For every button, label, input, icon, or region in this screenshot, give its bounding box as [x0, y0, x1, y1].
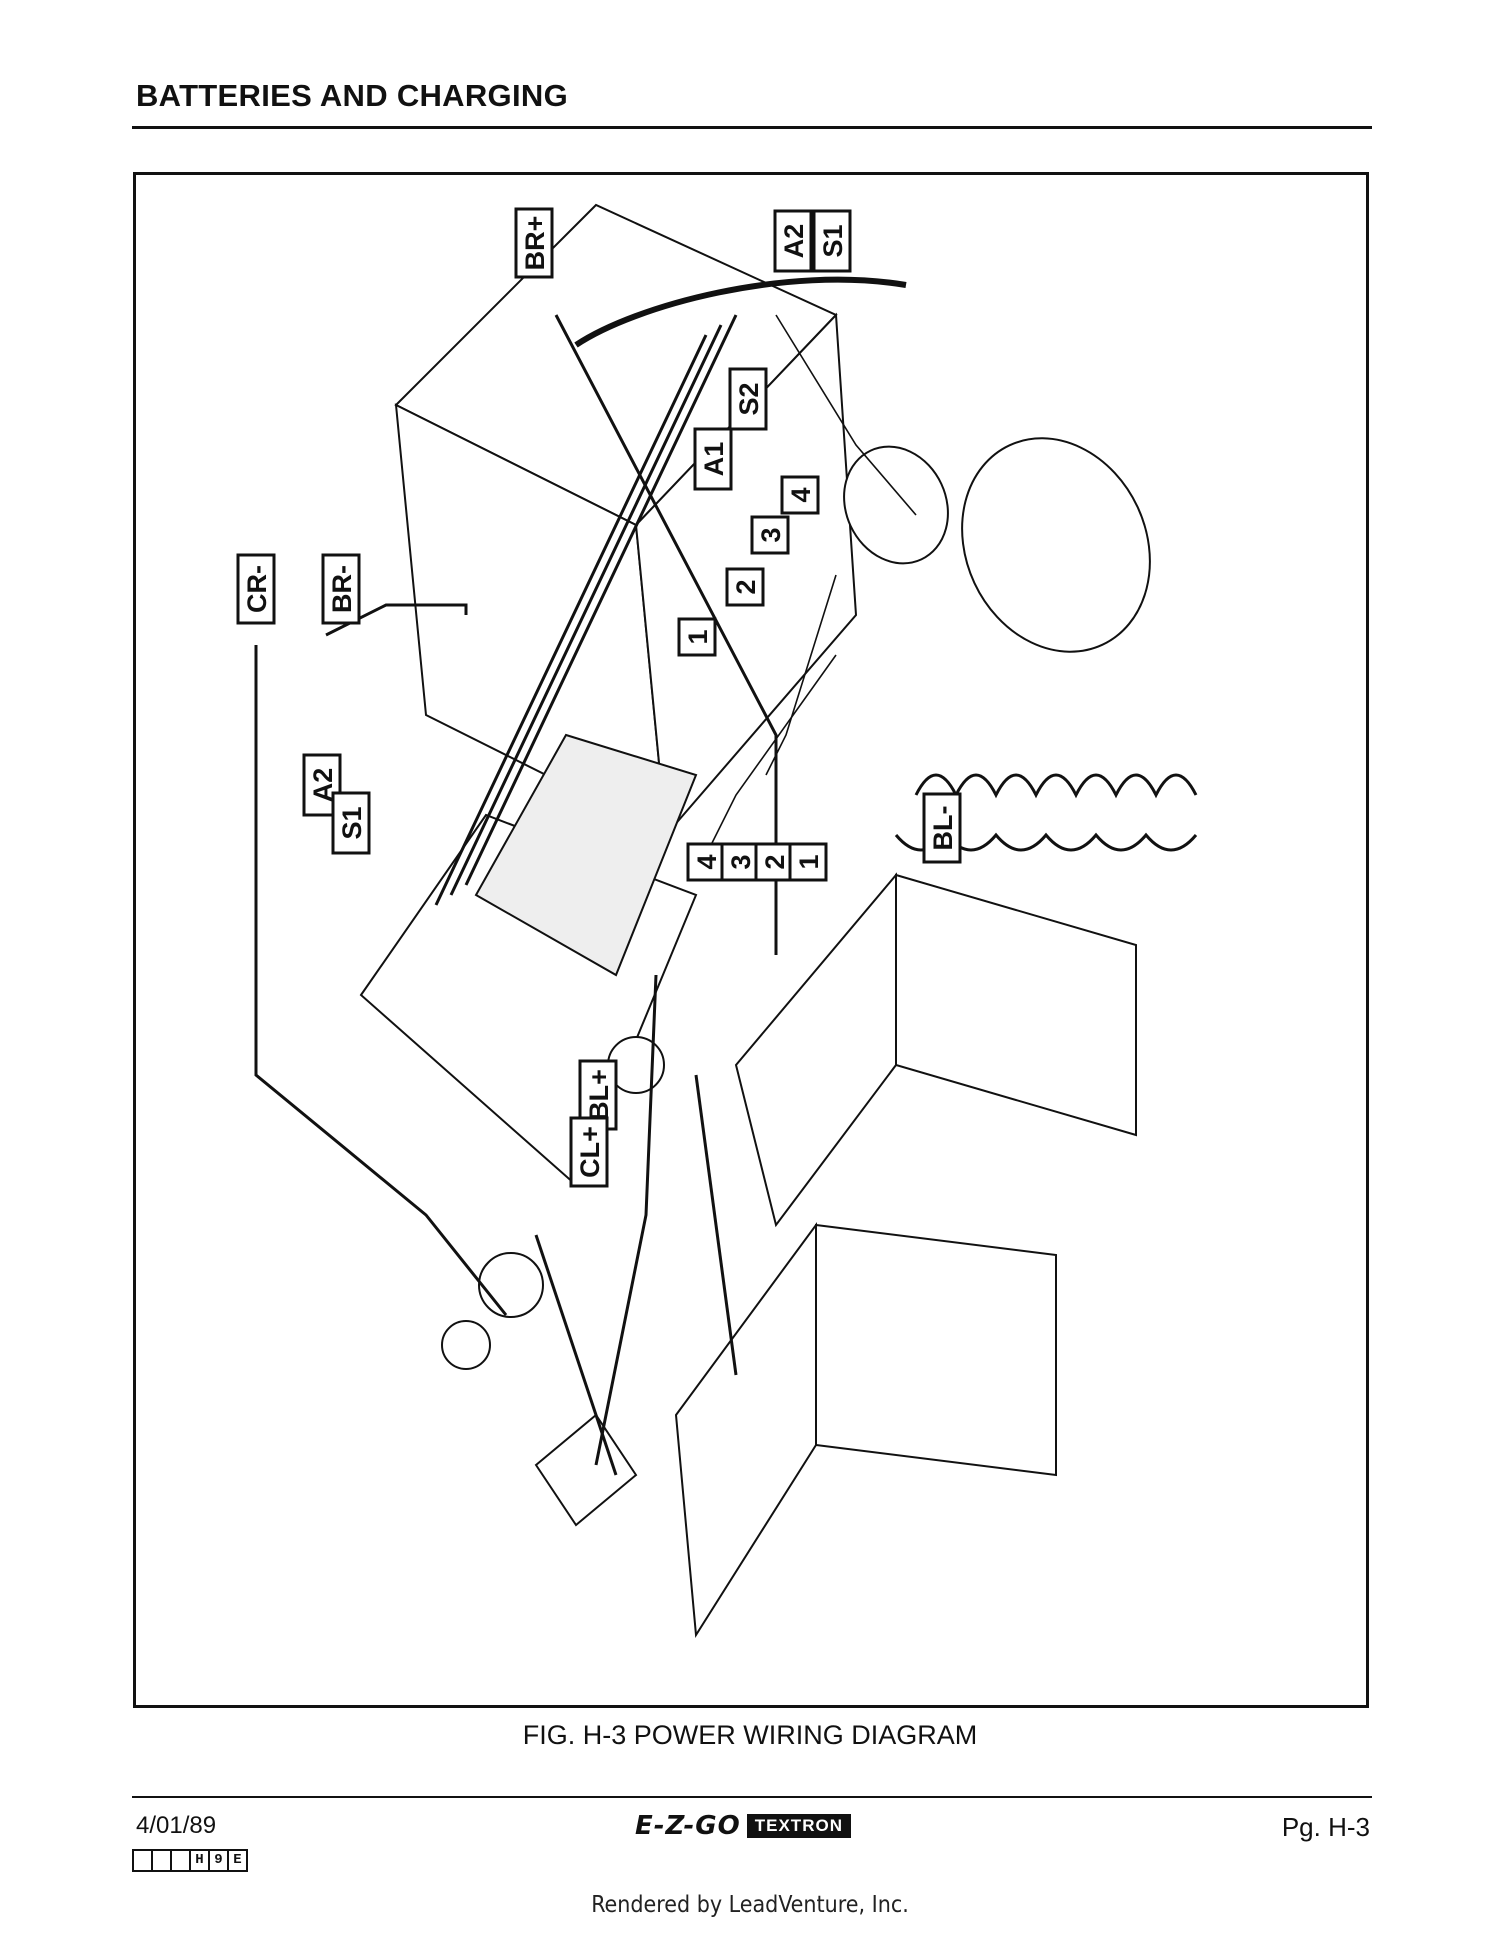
brand-ezgo: E-Z-GO — [635, 1811, 741, 1841]
page-number: Pg. H-3 — [1281, 1812, 1370, 1842]
label-2-center: 2 — [754, 842, 794, 882]
svg-text:S1: S1 — [818, 224, 848, 257]
harness-main-a — [464, 314, 738, 886]
motor — [843, 437, 1151, 653]
charger-receptacle — [534, 1413, 638, 1527]
doc-code: H 9 E — [132, 1849, 248, 1872]
label-s1-left: S1 — [331, 791, 371, 855]
label-br-minus: BR- — [321, 553, 361, 625]
label-s2: S2 — [728, 367, 768, 431]
wiring-diagram: BR+ A2 S1 S2 A1 4 3 2 — [133, 172, 1369, 1708]
doc-code-box — [151, 1849, 172, 1872]
title-rule — [132, 126, 1372, 129]
label-cr-minus: CR- — [236, 553, 276, 625]
svg-text:BL-: BL- — [928, 806, 958, 851]
harness-top — [574, 276, 907, 348]
doc-code-box: 9 — [208, 1849, 229, 1872]
battery-upper-left — [394, 203, 858, 838]
svg-text:S1: S1 — [337, 806, 367, 839]
label-3-center: 3 — [720, 842, 760, 882]
svg-text:A2: A2 — [779, 224, 809, 259]
label-bl-minus: BL- — [922, 792, 962, 864]
label-br-plus: BR+ — [514, 207, 554, 279]
battery-right-lower — [674, 1221, 1057, 1639]
svg-text:4: 4 — [692, 854, 722, 869]
svg-text:BR-: BR- — [327, 565, 357, 613]
label-2-right: 2 — [725, 567, 765, 607]
label-1-center: 1 — [788, 842, 828, 882]
wire-bl-plus — [594, 974, 658, 1466]
doc-code-box — [170, 1849, 191, 1872]
svg-text:3: 3 — [726, 854, 756, 869]
label-3-right: 3 — [750, 515, 790, 555]
wire-s2 — [775, 314, 917, 516]
svg-text:CL+: CL+ — [575, 1126, 605, 1178]
figure-caption: FIG. H-3 POWER WIRING DIAGRAM — [522, 1720, 978, 1750]
svg-text:CR-: CR- — [242, 565, 272, 613]
svg-text:3: 3 — [756, 527, 786, 542]
footer-date: 4/01/89 — [136, 1812, 217, 1839]
brand-logo: E-Z-GO TEXTRON — [635, 1811, 851, 1841]
label-s1-top: S1 — [812, 209, 852, 273]
wire-bl-minus — [554, 314, 778, 955]
label-cl-plus: CL+ — [569, 1116, 609, 1188]
wiring-diagram-drawing: BR+ A2 S1 S2 A1 4 3 2 — [236, 203, 1198, 1639]
svg-text:1: 1 — [683, 629, 713, 644]
controller-panel — [359, 733, 698, 1187]
svg-text:1: 1 — [794, 854, 824, 869]
harness-main-b — [449, 324, 723, 896]
wire-key-loop — [254, 645, 508, 1316]
label-a1: A1 — [693, 427, 733, 491]
harness-main-c — [434, 334, 708, 906]
svg-text:BR+: BR+ — [520, 216, 550, 271]
label-4-center: 4 — [686, 842, 726, 882]
svg-text:A1: A1 — [699, 442, 729, 477]
label-a2-top: A2 — [773, 209, 813, 273]
svg-text:2: 2 — [760, 854, 790, 869]
svg-text:BL+: BL+ — [584, 1069, 614, 1121]
svg-text:2: 2 — [731, 579, 761, 594]
battery-right-upper — [734, 872, 1137, 1228]
svg-text:S2: S2 — [734, 382, 764, 415]
brand-textron: TEXTRON — [746, 1814, 851, 1838]
doc-code-box: E — [227, 1849, 248, 1872]
page-title: BATTERIES AND CHARGING — [136, 78, 568, 113]
wire-a1 — [765, 574, 837, 776]
rendered-by: Rendered by LeadVenture, Inc. — [591, 1892, 909, 1918]
wire-battery-link — [694, 1074, 738, 1376]
footer-rule — [132, 1796, 1372, 1798]
label-1-right: 1 — [677, 617, 717, 657]
svg-text:4: 4 — [786, 487, 816, 502]
key-switch — [441, 1252, 544, 1370]
label-4-right: 4 — [780, 475, 820, 515]
doc-code-box — [132, 1849, 153, 1872]
doc-code-box: H — [189, 1849, 210, 1872]
